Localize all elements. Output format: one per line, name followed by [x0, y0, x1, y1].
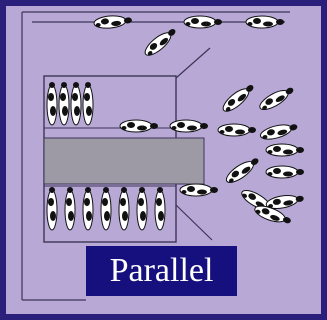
stalled-cow: [83, 187, 93, 230]
stalled-cow: [101, 187, 111, 230]
walking-cow: [184, 16, 222, 28]
walking-cow: [142, 25, 179, 59]
waiting-cow: [257, 84, 296, 113]
top-stall-row: [47, 82, 93, 125]
entry-lane-cows: [94, 14, 284, 59]
stalled-cow: [71, 82, 81, 125]
walking-cow: [120, 120, 158, 132]
waiting-cow: [266, 144, 304, 156]
stalled-cow: [83, 82, 93, 125]
walking-cow: [170, 120, 208, 132]
stalled-cow: [47, 82, 57, 125]
lower-funnel-line: [176, 205, 212, 240]
waiting-cow: [220, 81, 257, 115]
walking-cow: [180, 184, 218, 196]
parlor-type-caption: Parallel: [86, 246, 237, 296]
bottom-stall-row: [47, 187, 165, 230]
stalled-cow: [65, 187, 75, 230]
stalled-cow: [119, 187, 129, 230]
walking-cow: [246, 16, 284, 28]
upper-funnel-line: [176, 48, 210, 78]
stalled-cow: [137, 187, 147, 230]
operator-pit: [44, 138, 204, 184]
walking-cow: [94, 14, 133, 29]
stalled-cow: [59, 82, 69, 125]
waiting-cow: [218, 124, 256, 136]
holding-area-cows: [218, 81, 305, 227]
waiting-cow: [223, 154, 261, 186]
stalled-cow: [47, 187, 57, 230]
waiting-cow: [266, 166, 304, 178]
waiting-cow: [259, 121, 299, 142]
stalled-cow: [155, 187, 165, 230]
